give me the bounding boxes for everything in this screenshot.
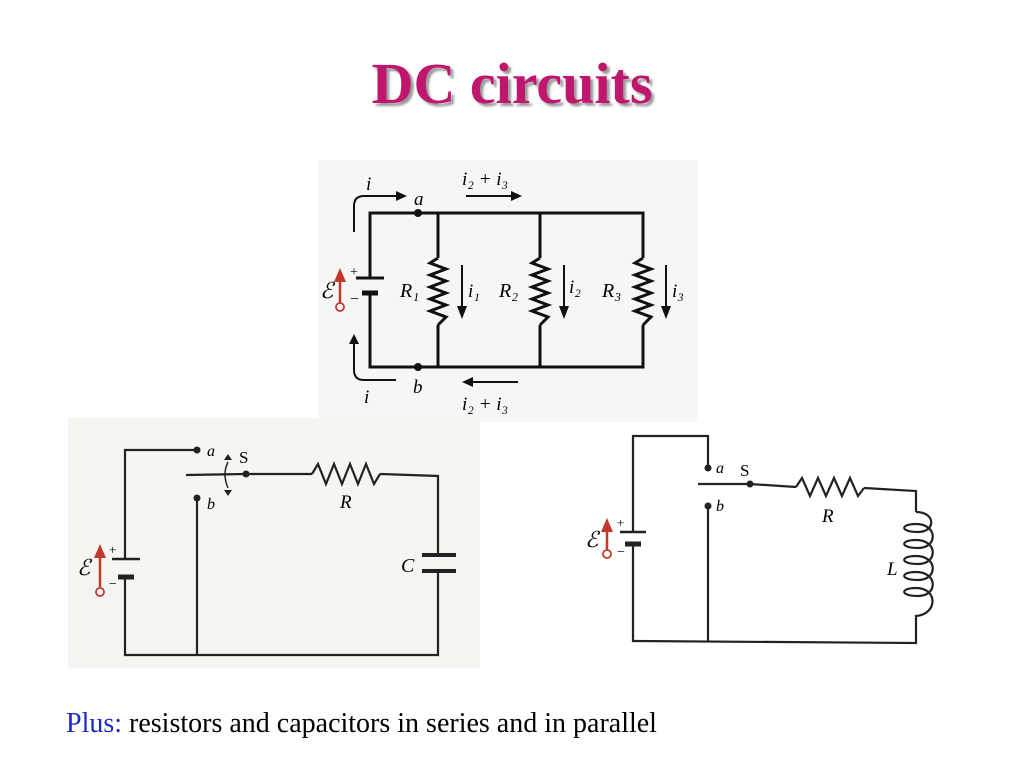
rc-node-b-label: b bbox=[207, 496, 215, 513]
rl-terminal-b bbox=[704, 502, 712, 510]
rc-switch-toggle-icon bbox=[224, 461, 229, 489]
current-in-label: i bbox=[366, 174, 371, 195]
rl-battery-plus: + bbox=[617, 515, 624, 530]
rc-node-a-label: a bbox=[207, 443, 215, 460]
footer-note: Plus: resistors and capacitors in series… bbox=[66, 708, 657, 740]
footer-lead: Plus: bbox=[66, 708, 123, 739]
node-a-label: a bbox=[414, 189, 424, 210]
rc-battery-minus: − bbox=[109, 577, 117, 592]
rl-resistor-label: R bbox=[821, 506, 834, 527]
rl-emf-arrow-icon bbox=[601, 518, 613, 559]
rl-inductor-label: L bbox=[886, 559, 898, 580]
rc-battery-plus: + bbox=[109, 542, 116, 557]
rc-resistor bbox=[311, 461, 381, 487]
rc-emf-label: ℰ bbox=[77, 555, 93, 580]
branch-current-arrows bbox=[461, 265, 667, 308]
rl-node-b-label: b bbox=[716, 498, 724, 515]
r2-label: R₂ bbox=[498, 280, 518, 302]
rc-terminal-a bbox=[193, 446, 201, 454]
i2-label: i₂ bbox=[569, 277, 581, 298]
i3-label: i₃ bbox=[672, 281, 684, 302]
rc-emf-arrow-icon bbox=[94, 544, 106, 597]
rl-resistor bbox=[795, 475, 865, 499]
rl-terminal-a bbox=[704, 464, 712, 472]
current-out-label: i bbox=[364, 387, 369, 408]
bottom-current-label: i₂ + i₃ bbox=[462, 394, 508, 415]
rc-resistor-label: R bbox=[339, 492, 352, 513]
node-b-label: b bbox=[413, 377, 423, 398]
rl-battery-minus: − bbox=[617, 545, 625, 560]
battery-plus: + bbox=[350, 265, 358, 280]
rc-switch-label: S bbox=[239, 448, 248, 467]
battery-symbol bbox=[356, 270, 384, 302]
i1-arrow-icon bbox=[457, 306, 467, 319]
rl-emf-label: ℰ bbox=[585, 527, 601, 552]
rc-capacitor-label: C bbox=[401, 555, 415, 577]
i3-arrow-icon bbox=[661, 306, 671, 319]
rl-switch-label: S bbox=[740, 461, 749, 480]
emf-arrow-icon bbox=[334, 268, 346, 312]
rl-battery-symbol bbox=[620, 530, 646, 547]
current-out-arrow-icon bbox=[353, 344, 396, 381]
rl-switch-pivot bbox=[746, 480, 754, 488]
rc-battery-symbol bbox=[112, 557, 140, 580]
rl-node-a-label: a bbox=[716, 460, 724, 477]
node-a-dot bbox=[414, 209, 422, 217]
rc-panel-bg bbox=[68, 418, 480, 668]
rc-switch-pivot bbox=[242, 470, 250, 478]
capacitor-symbol bbox=[422, 553, 456, 573]
resistor-r3 bbox=[630, 256, 656, 327]
current-in-arrow-icon bbox=[353, 195, 396, 232]
node-b-dot bbox=[414, 363, 422, 371]
i1-label: i₁ bbox=[468, 281, 480, 302]
footer-text: resistors and capacitors in series and i… bbox=[122, 708, 657, 739]
resistor-r2 bbox=[527, 256, 553, 327]
resistor-r1 bbox=[425, 256, 451, 327]
circuit-panel-bg bbox=[318, 160, 698, 422]
slide-title: DC circuits bbox=[371, 51, 653, 116]
inductor-symbol bbox=[903, 510, 934, 620]
i2-arrow-icon bbox=[559, 306, 569, 319]
r3-label: R₃ bbox=[601, 280, 621, 302]
rc-terminal-b bbox=[193, 494, 201, 502]
emf-label: ℰ bbox=[320, 278, 336, 303]
battery-minus: − bbox=[350, 291, 359, 308]
r1-label: R₁ bbox=[399, 280, 419, 302]
top-current-label: i₂ + i₃ bbox=[462, 169, 508, 190]
